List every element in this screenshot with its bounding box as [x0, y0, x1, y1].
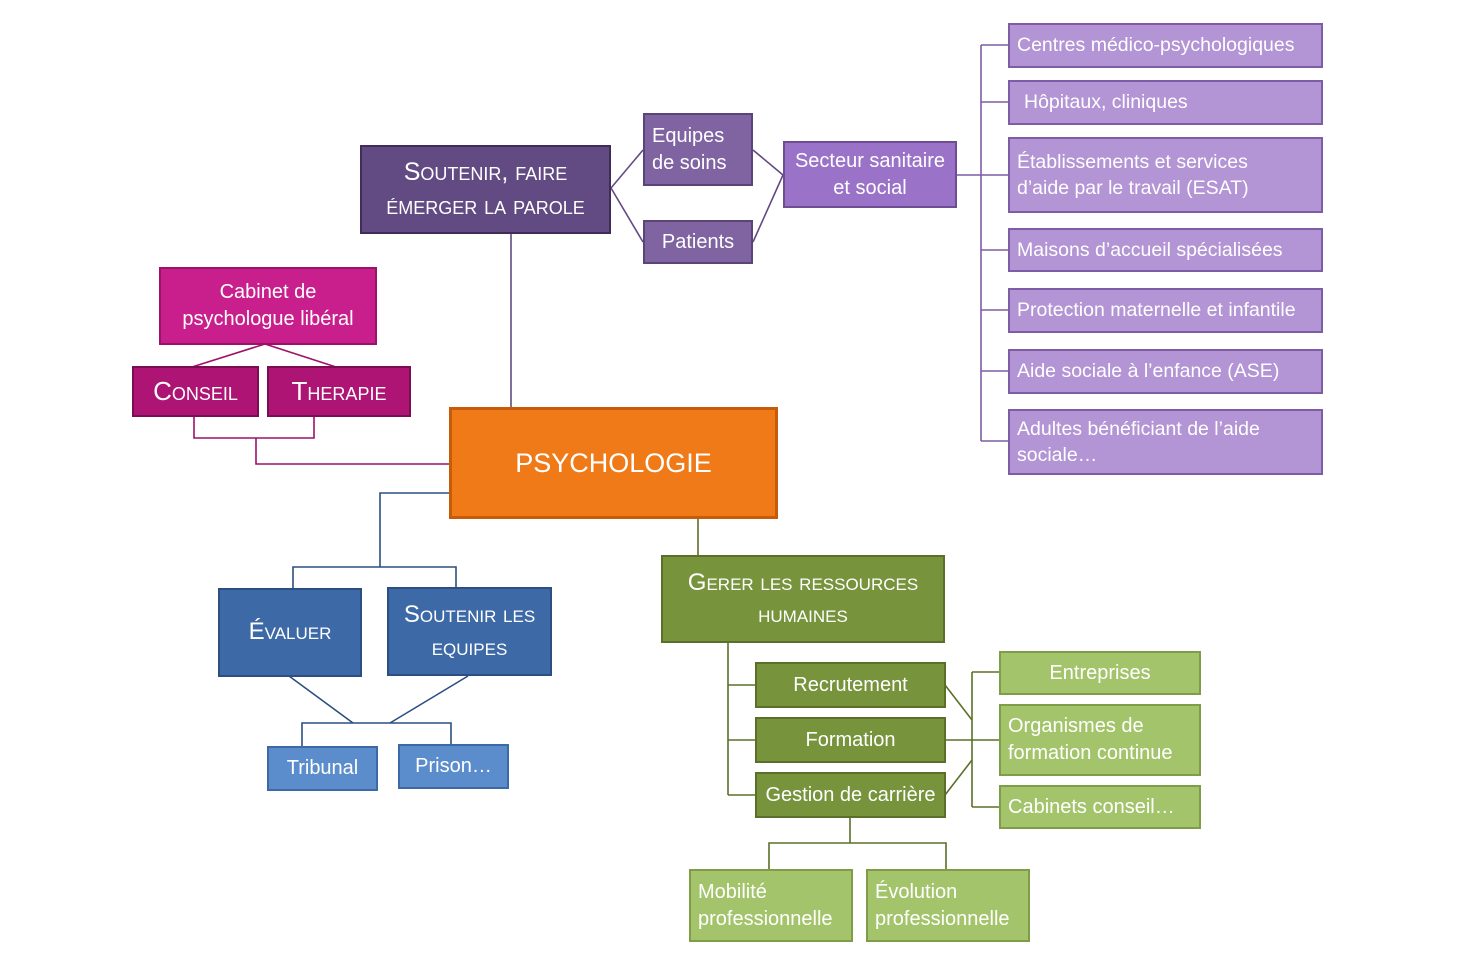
- central-node-psychologie[interactable]: PSYCHOLOGIE: [449, 407, 778, 519]
- node-prison[interactable]: Prison…: [398, 744, 509, 789]
- node-conseil[interactable]: Conseil: [132, 366, 259, 417]
- node-evolution[interactable]: Évolution professionnelle: [866, 869, 1030, 942]
- node-secteur-item[interactable]: Adultes bénéficiant de l’aide sociale…: [1008, 409, 1323, 475]
- node-cabinets-conseil[interactable]: Cabinets conseil…: [999, 785, 1201, 829]
- node-recrutement[interactable]: Recrutement: [755, 662, 946, 708]
- node-cabinet-liberal[interactable]: Cabinet de psychologue libéral: [159, 267, 377, 345]
- node-secteur-item[interactable]: Aide sociale à l’enfance (ASE): [1008, 349, 1323, 394]
- node-entreprises[interactable]: Entreprises: [999, 651, 1201, 695]
- node-secteur-item[interactable]: Établissements et services d’aide par le…: [1008, 137, 1323, 213]
- node-mobilite[interactable]: Mobilité professionnelle: [689, 869, 853, 942]
- node-gestion-carriere[interactable]: Gestion de carrière: [755, 772, 946, 818]
- node-gerer-rh[interactable]: Gerer les ressources humaines: [661, 555, 945, 643]
- node-formation[interactable]: Formation: [755, 717, 946, 763]
- node-secteur-item[interactable]: Centres médico-psychologiques: [1008, 23, 1323, 68]
- node-evaluer[interactable]: Évaluer: [218, 588, 362, 677]
- node-patients[interactable]: Patients: [643, 220, 753, 264]
- node-equipes-de-soins[interactable]: Equipes de soins: [643, 113, 753, 186]
- node-secteur-sanitaire[interactable]: Secteur sanitaire et social: [783, 141, 957, 208]
- node-soutenir-parole[interactable]: Soutenir, faire émerger la parole: [360, 145, 611, 234]
- node-soutenir-equipes[interactable]: Soutenir les equipes: [387, 587, 552, 676]
- node-secteur-item[interactable]: Protection maternelle et infantile: [1008, 288, 1323, 333]
- node-therapie[interactable]: Therapie: [267, 366, 411, 417]
- node-tribunal[interactable]: Tribunal: [267, 746, 378, 791]
- node-organismes-formation[interactable]: Organismes de formation continue: [999, 704, 1201, 776]
- node-secteur-item[interactable]: Hôpitaux, cliniques: [1008, 80, 1323, 125]
- node-secteur-item[interactable]: Maisons d’accueil spécialisées: [1008, 228, 1323, 272]
